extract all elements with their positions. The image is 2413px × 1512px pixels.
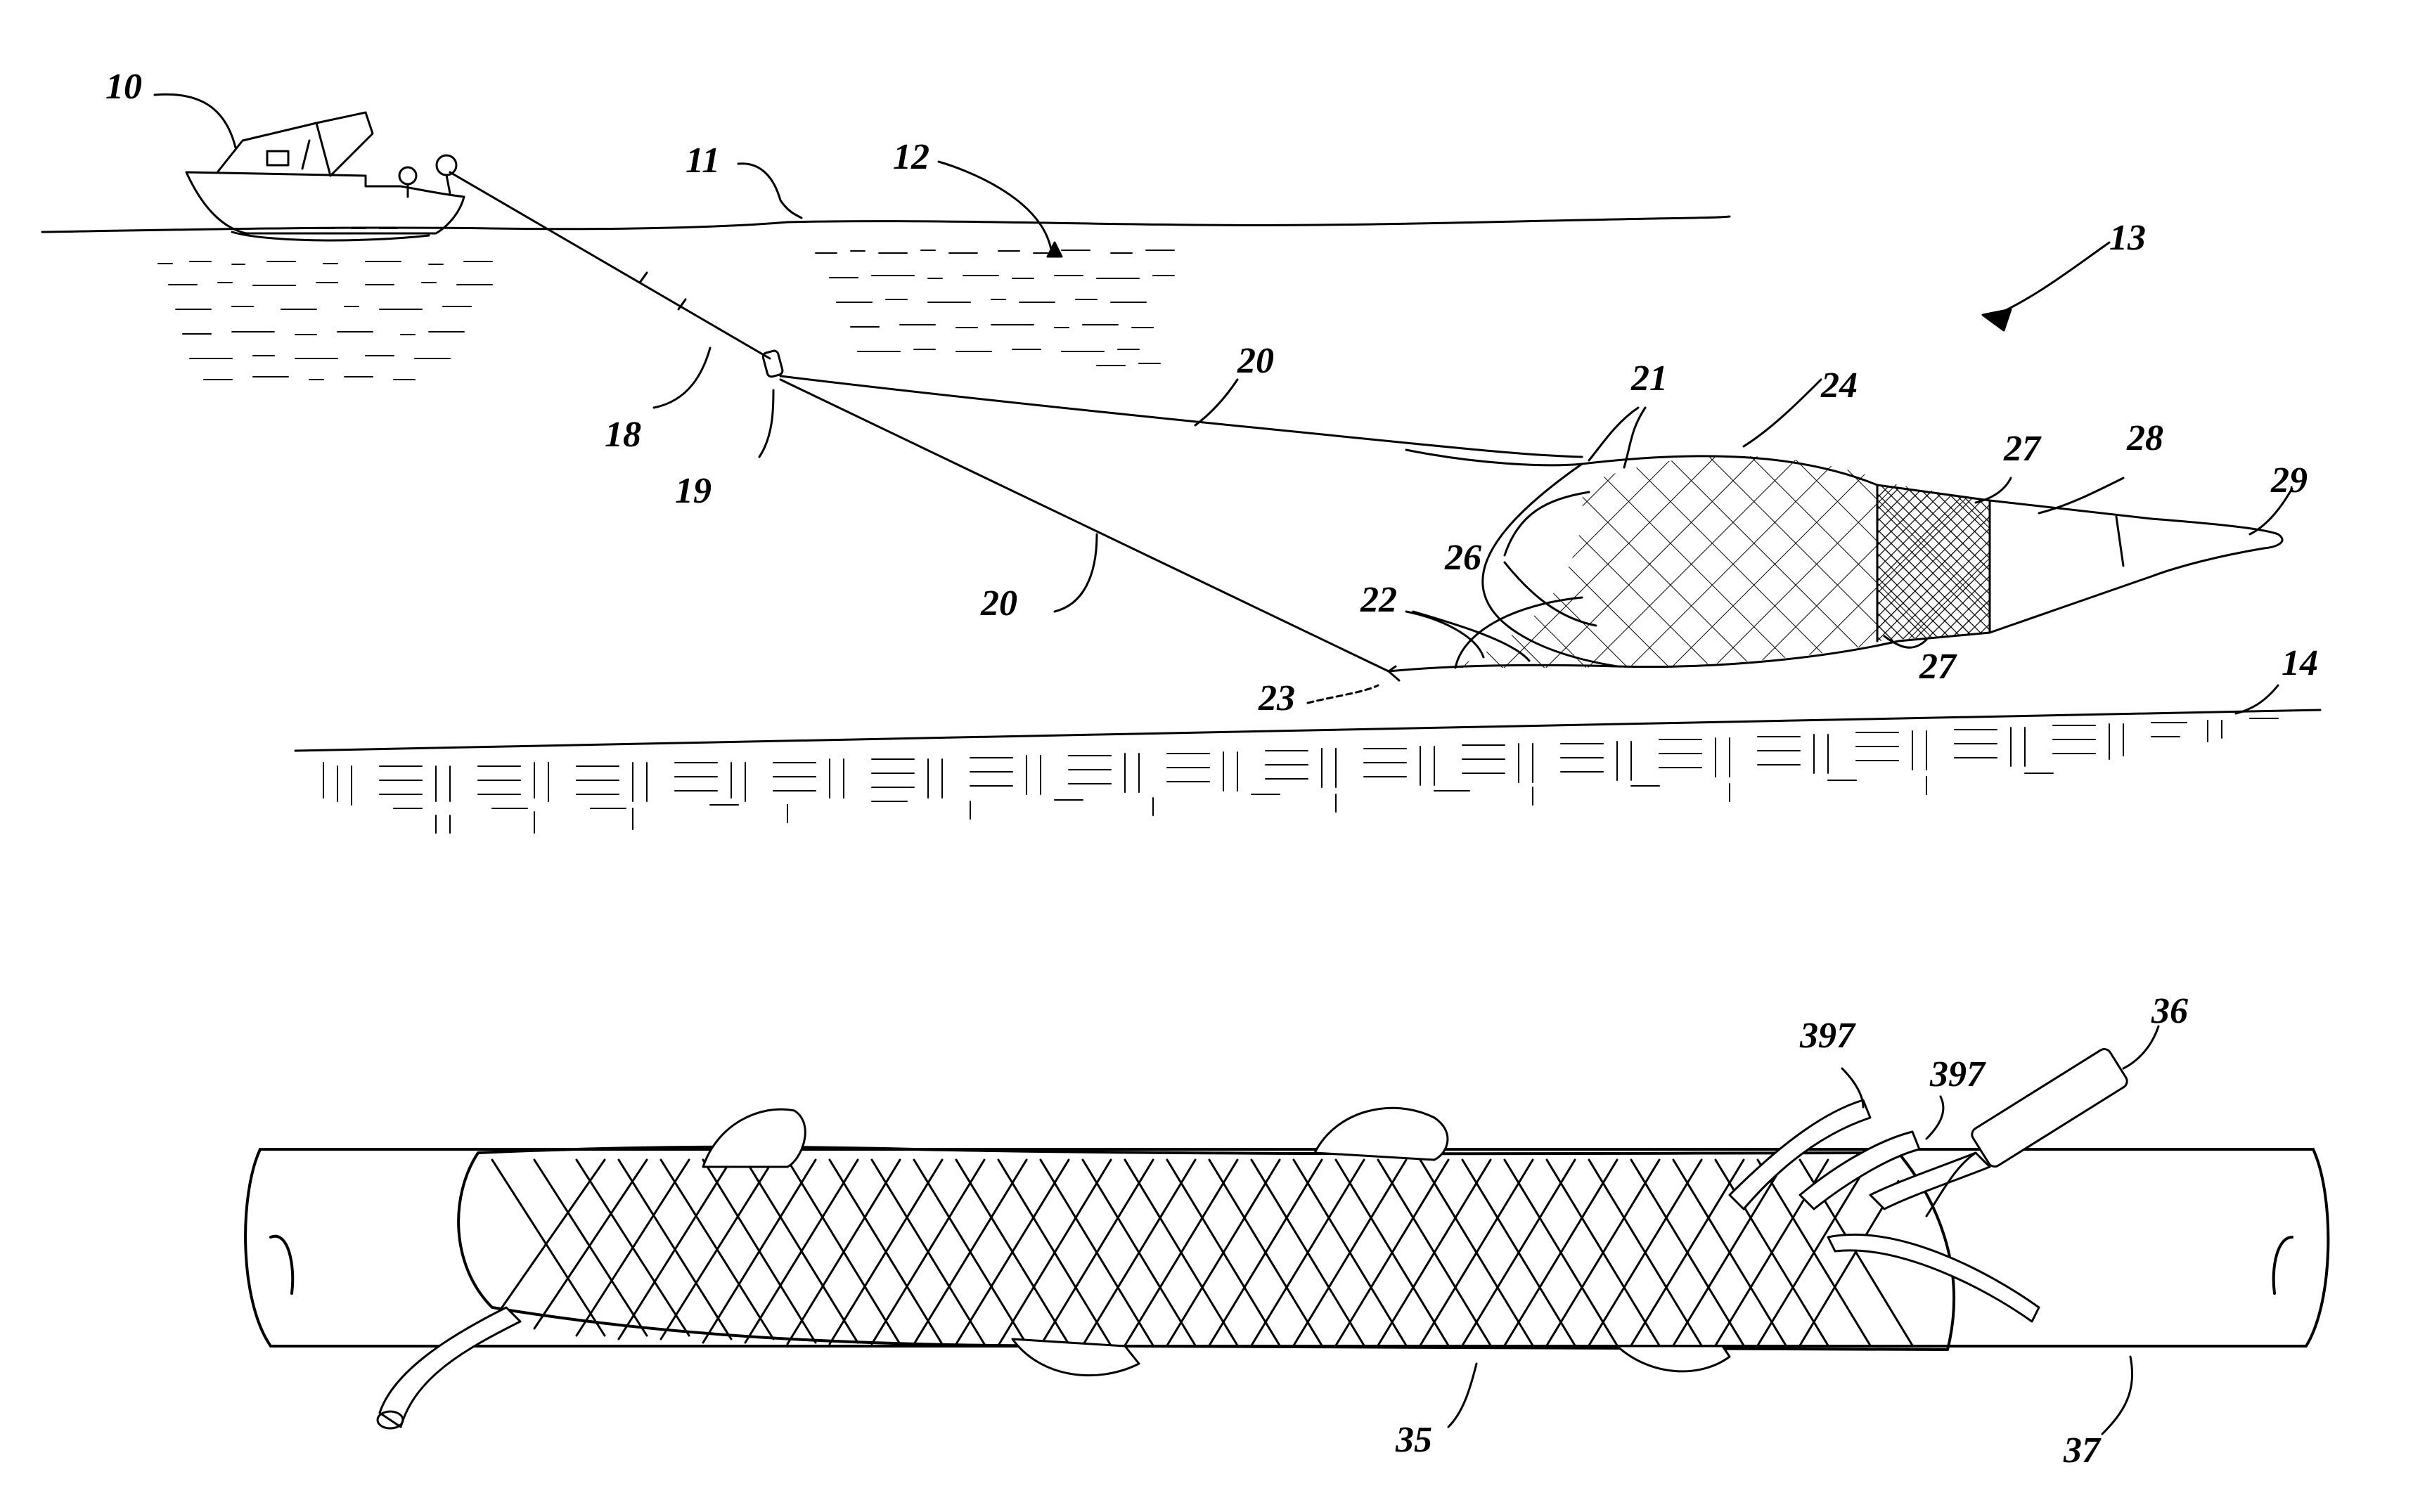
label-strand-a: 397: [1799, 1016, 1856, 1056]
label-strand-end: 36: [2151, 991, 2188, 1031]
label-footrope: 22: [1360, 580, 1397, 620]
water-surface-line: [42, 217, 1730, 232]
label-wing-seams: 26: [1444, 538, 1481, 578]
label-weight: 23: [1258, 678, 1295, 718]
tow-line: [450, 172, 770, 358]
label-fine-mesh-upper: 27: [2003, 429, 2042, 469]
label-boat: 10: [105, 67, 142, 107]
label-tow-line: 18: [605, 415, 641, 455]
label-water: 12: [893, 137, 929, 177]
bridle-upper: [780, 376, 1582, 457]
label-net-body: 24: [1820, 366, 1858, 406]
label-sea-floor: 14: [2282, 643, 2318, 683]
boat: [186, 112, 464, 240]
label-bridle-lower: 20: [980, 583, 1017, 623]
label-fine-mesh-lower: 27: [1919, 647, 1957, 687]
connector: [762, 350, 783, 378]
rope-splice-figure: [245, 1047, 2328, 1428]
sea-floor-line: [295, 710, 2320, 751]
label-splice: 35: [1395, 1420, 1432, 1460]
label-bridle-upper: 20: [1237, 341, 1274, 381]
trawl-net: [1389, 443, 2282, 682]
label-extension: 28: [2126, 418, 2163, 458]
label-water-surface: 11: [686, 141, 720, 181]
bridle-lower: [780, 380, 1389, 671]
label-trawl-assembly: 13: [2109, 218, 2146, 258]
label-rope: 37: [2063, 1430, 2102, 1471]
water-ripples-left: [158, 261, 492, 380]
label-codend: 29: [2270, 460, 2308, 500]
reference-numerals: 10 11 12 13 14 18 19 20 20 21 22 23 24 2…: [105, 67, 2318, 1471]
water-ripples-center: [816, 250, 1174, 366]
label-strand-b: 397: [1929, 1054, 1986, 1094]
label-connector: 19: [675, 471, 712, 511]
sea-floor-hatching: [323, 718, 2278, 833]
label-net-mouth: 21: [1630, 358, 1668, 399]
